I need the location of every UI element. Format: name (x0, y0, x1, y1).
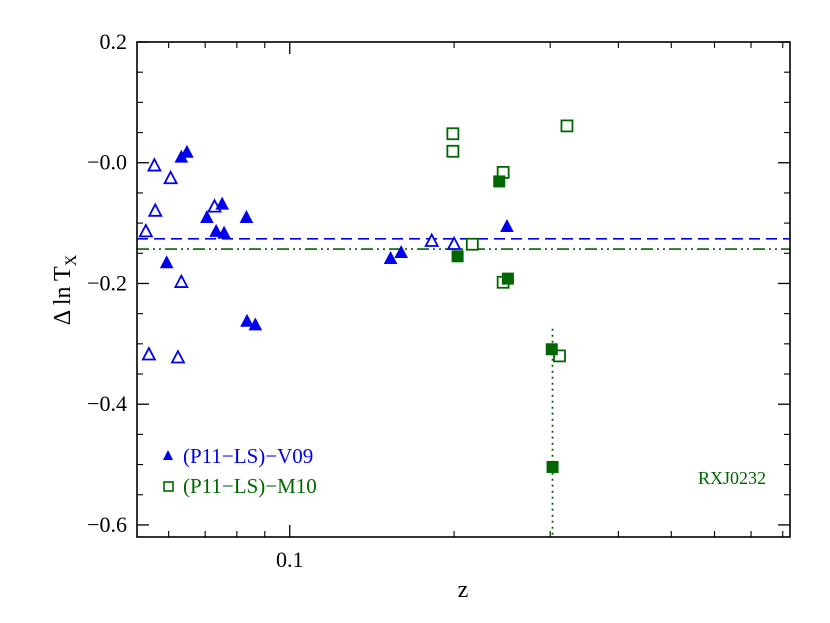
m10-open-square-point (465, 237, 479, 251)
v09-filled-triangle-point (209, 223, 223, 237)
m10-open-square-point (446, 127, 460, 141)
x-axis-title: z (458, 577, 469, 603)
ticks-layer: 0.2 −0.0 −0.2 −0.4 −0.6 0.1 (87, 29, 790, 572)
v09-open-triangle-point (446, 235, 462, 250)
lines-layer (137, 237, 790, 537)
plot-frame (136, 41, 791, 538)
m10-filled-square-point (451, 250, 464, 263)
v09-open-triangle-point (163, 169, 179, 185)
v09-filled-triangle-point (394, 244, 408, 258)
v09-open-triangle-point (141, 346, 157, 361)
m10-filled-square-point (501, 272, 514, 285)
v09-filled-triangle-point (240, 313, 254, 327)
v09-open-triangle-point (170, 349, 186, 364)
v09-open-triangle-point (146, 157, 162, 172)
y-axis-title-main: Δ ln T (50, 266, 76, 325)
legend-marker-m10 (163, 481, 174, 492)
v09-open-triangle-point (173, 273, 189, 288)
m10-open-square-point (446, 144, 460, 158)
svg-text:Δ ln TX: Δ ln TX (50, 254, 80, 325)
y-tick-label: −0.4 (87, 391, 127, 416)
v09-filled-triangle-point (500, 219, 514, 233)
y-tick-label: −0.2 (87, 270, 127, 295)
v09-filled-triangle-point (215, 196, 230, 210)
v09-open-triangle-point (138, 223, 154, 238)
m10-filled-square-point (493, 175, 506, 188)
m10-open-square-point (560, 119, 574, 133)
v09-filled-triangle-point (239, 209, 254, 223)
v09-filled-triangle-point (248, 317, 263, 331)
v09-open-triangle-point (424, 232, 440, 247)
v09-open-triangle-point (147, 202, 163, 217)
v09-filled-triangle-point (383, 251, 398, 265)
x-tick-label: 0.1 (276, 547, 304, 572)
y-tick-label: 0.2 (100, 29, 128, 54)
v09-filled-triangle-point (217, 225, 231, 239)
y-axis-title-subscript: X (63, 254, 80, 266)
annotation-rxj0232: RXJ0232 (698, 468, 766, 488)
y-tick-label: −0.6 (87, 512, 127, 537)
points-layer (138, 119, 574, 473)
y-tick-label: −0.0 (87, 150, 127, 175)
legend-label-m10: (P11−LS)−M10 (183, 474, 317, 498)
v09-filled-triangle-point (180, 144, 194, 158)
v09-filled-triangle-point (159, 255, 174, 269)
m10-filled-square-point (545, 343, 558, 356)
m10-filled-square-point (546, 460, 559, 473)
m10-open-square-point (553, 349, 566, 363)
legend-marker-v09 (163, 450, 173, 460)
v09-filled-triangle-point (200, 209, 214, 223)
legend: (P11−LS)−V09 (P11−LS)−M10 (163, 444, 317, 498)
y-axis-title: Δ ln TX (50, 254, 80, 325)
legend-label-v09: (P11−LS)−V09 (183, 444, 313, 468)
